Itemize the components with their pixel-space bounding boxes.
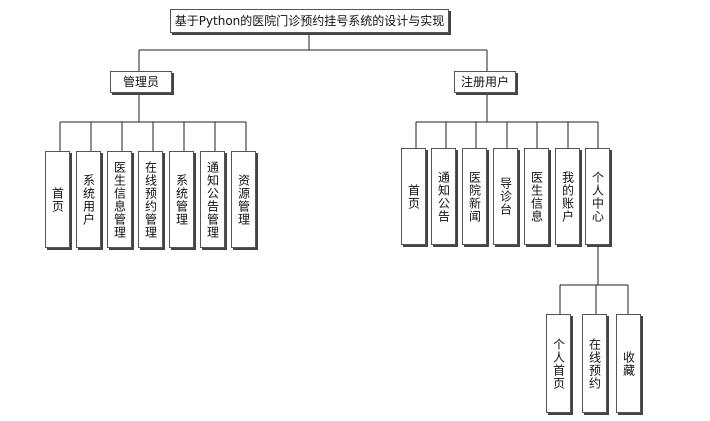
admin-box: 管理员 (110, 71, 172, 93)
admin-child-system-management: 系统管理 (169, 151, 194, 248)
admin-child-system-users: 系统用户 (76, 151, 101, 248)
registered-user-box: 注册用户 (454, 71, 516, 93)
admin-child-doctor-info: 医生信息管理 (107, 151, 132, 248)
admin-child-online-booking: 在线预约管理 (138, 151, 163, 248)
user-child-guide-desk: 导诊台 (493, 148, 518, 245)
root-title-box: 基于Python的医院门诊预约挂号系统的设计与实现 (170, 9, 449, 33)
user-child-personal-center: 个人中心 (585, 148, 610, 245)
admin-child-resource-management: 资源管理 (231, 151, 256, 248)
personal-center-child-favorites: 收藏 (616, 314, 641, 413)
personal-center-child-online-booking: 在线预约 (582, 314, 607, 413)
user-child-hospital-news: 医院新闻 (462, 148, 487, 245)
personal-center-child-home: 个人首页 (546, 314, 571, 413)
admin-child-notice-management: 通知公告管理 (200, 151, 225, 248)
admin-child-home: 首页 (45, 151, 70, 248)
user-child-doctor-info: 医生信息 (524, 148, 549, 245)
user-child-home: 首页 (401, 148, 426, 245)
user-child-notices: 通知公告 (431, 148, 456, 245)
user-child-my-account: 我的账户 (555, 148, 580, 245)
